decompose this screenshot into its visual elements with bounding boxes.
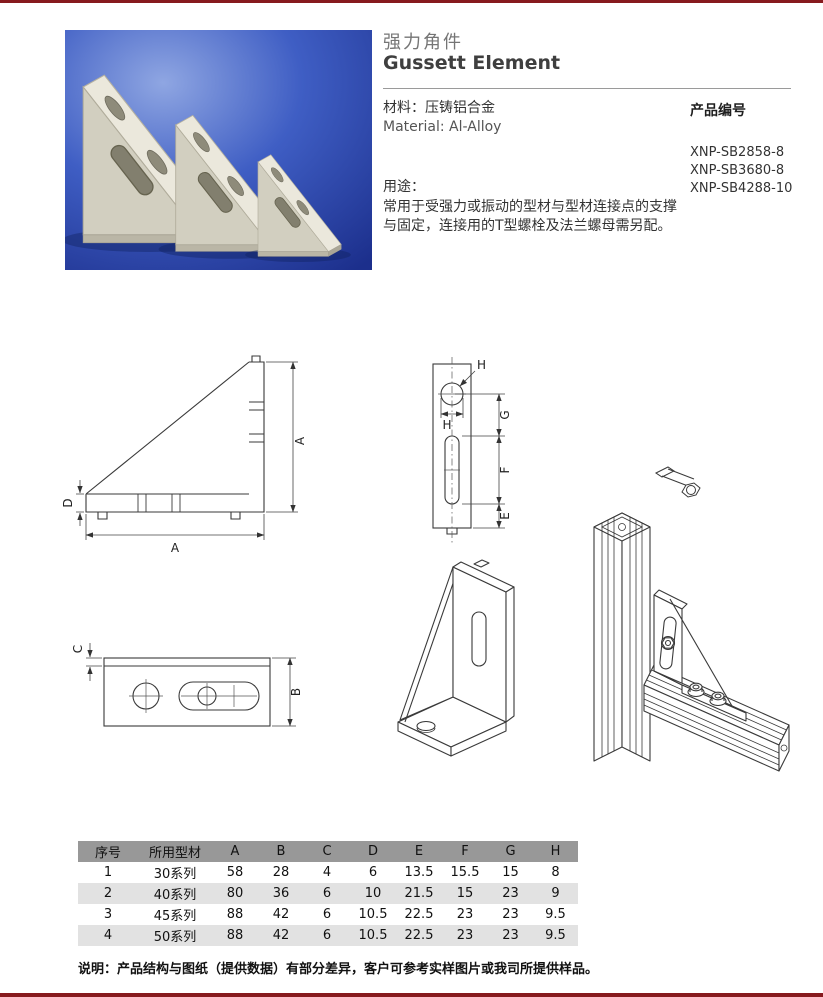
cell: 4 — [103, 928, 113, 943]
note-text: 说明：产品结构与图纸（提供数据）有部分差异，客户可参考实样图片或我司所提供样品。 — [78, 962, 599, 977]
material-text-en: Material: Al-Alloy — [383, 119, 502, 135]
product-code: XNP-SB4288-10 — [690, 181, 793, 196]
cell: 8 — [551, 865, 560, 880]
spec-table: 序号 所用型材 A B C D E F G H 1 30系列 58 28 4 6… — [78, 841, 578, 946]
cell: 15 — [456, 886, 474, 901]
front-view-drawing: H H G F E — [432, 357, 512, 544]
cell: 9.5 — [545, 907, 566, 922]
dim-label-d: D — [61, 498, 75, 507]
cell: 58 — [226, 865, 244, 880]
cell: 6 — [322, 907, 332, 922]
cell: 10.5 — [358, 928, 388, 943]
col-header-f: F — [461, 844, 469, 859]
cell: 88 — [226, 928, 244, 943]
assembly-drawing — [593, 466, 790, 772]
table-row: 4 50系列 88 42 6 10.5 22.5 23 23 9.5 — [78, 925, 578, 946]
bottom-view-drawing: C B — [71, 643, 303, 727]
bottom-border-line — [0, 993, 823, 997]
side-view-drawing: A A D — [61, 355, 307, 555]
cell: 40系列 — [153, 888, 197, 903]
cell: 36 — [272, 886, 290, 901]
table-row: 2 40系列 80 36 6 10 21.5 15 23 9 — [78, 883, 578, 904]
product-photo — [61, 30, 372, 270]
cell: 10 — [364, 886, 382, 901]
table-row: 3 45系列 88 42 6 10.5 22.5 23 23 9.5 — [78, 904, 578, 925]
cell: 4 — [322, 865, 332, 880]
material-block: 材料：压铸铝合金 Material: Al-Alloy — [383, 99, 501, 137]
cell: 23 — [456, 907, 474, 922]
col-header-profile: 所用型材 — [148, 846, 201, 861]
cell: 10.5 — [358, 907, 388, 922]
dim-label-a-horizontal: A — [171, 541, 180, 555]
top-border-line — [0, 0, 823, 3]
isometric-bracket-drawing — [397, 559, 515, 757]
usage-text: 常用于受强力或振动的型材与型材连接点的支撑与固定，连接用的T型螺栓及法兰螺母需另… — [383, 199, 677, 234]
dim-label-g: G — [498, 410, 512, 419]
cell: 50系列 — [153, 930, 197, 945]
product-photo-image — [61, 30, 372, 270]
cell: 15.5 — [450, 865, 480, 880]
usage-block: 用途： 常用于受强力或振动的型材与型材连接点的支撑与固定，连接用的T型螺栓及法兰… — [383, 178, 683, 236]
col-header-a: A — [230, 844, 240, 859]
cell: 80 — [226, 886, 244, 901]
col-header-h: H — [550, 844, 561, 859]
cell: 15 — [502, 865, 519, 880]
cell: 21.5 — [404, 886, 434, 901]
dim-label-f: F — [498, 466, 512, 473]
product-code-label: 产品编号 — [690, 103, 746, 119]
header-divider — [383, 88, 791, 89]
cell: 22.5 — [404, 928, 434, 943]
cell: 6 — [368, 865, 378, 880]
cell: 42 — [272, 907, 290, 922]
product-code: XNP-SB2858-8 — [690, 145, 785, 160]
product-code-list: XNP-SB2858-8 XNP-SB3680-8 XNP-SB4288-10 — [690, 144, 792, 198]
product-title-en: Gussett Element — [383, 52, 561, 74]
cell: 23 — [502, 928, 519, 943]
cell: 13.5 — [404, 865, 434, 880]
dim-label-c: C — [71, 645, 85, 653]
dim-label-h-width: H — [442, 418, 451, 432]
cell: 9.5 — [545, 928, 566, 943]
cell: 28 — [272, 865, 290, 880]
dim-label-a-vertical: A — [293, 436, 307, 445]
usage-label: 用途： — [383, 179, 425, 195]
col-header-c: C — [322, 844, 332, 859]
cell: 45系列 — [153, 909, 197, 924]
cell: 30系列 — [153, 867, 197, 882]
cell: 88 — [226, 907, 244, 922]
dim-label-h-leader: H — [477, 358, 486, 372]
product-code: XNP-SB3680-8 — [690, 163, 785, 178]
table-header-row: 序号 所用型材 A B C D E F G H — [78, 841, 578, 862]
material-text-cn: 材料：压铸铝合金 — [383, 100, 495, 116]
cell: 23 — [456, 928, 474, 943]
cell: 9 — [551, 886, 560, 901]
col-header-b: B — [276, 844, 286, 859]
table-row: 1 30系列 58 28 4 6 13.5 15.5 15 8 — [78, 862, 578, 883]
cell: 6 — [322, 886, 332, 901]
col-header-index: 序号 — [94, 846, 121, 861]
product-title-cn: 强力角件 — [383, 32, 463, 53]
cell: 22.5 — [404, 907, 434, 922]
cell: 3 — [103, 907, 113, 922]
cell: 23 — [502, 886, 519, 901]
col-header-g: G — [505, 844, 516, 859]
cell: 2 — [103, 886, 113, 901]
cell: 6 — [322, 928, 332, 943]
cell: 42 — [272, 928, 290, 943]
col-header-d: D — [367, 844, 378, 859]
cell: 23 — [502, 907, 519, 922]
dim-label-b: B — [289, 688, 303, 696]
dim-label-e: E — [498, 512, 512, 520]
col-header-e: E — [414, 844, 424, 859]
cell: 1 — [103, 865, 113, 880]
